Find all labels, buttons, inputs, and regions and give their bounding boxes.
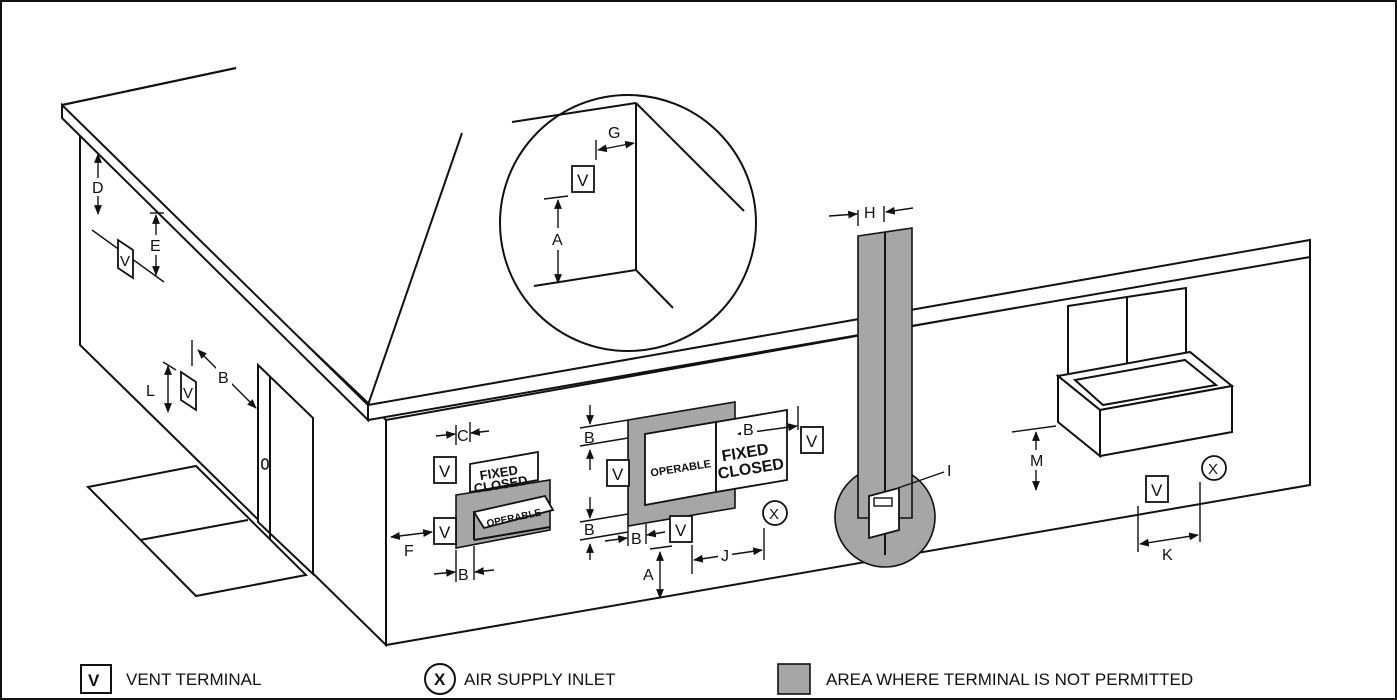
label-m: M [1030, 453, 1043, 470]
svg-text:FIXED: FIXED [479, 462, 519, 483]
vent-terminal-side-upper: V [117, 238, 134, 280]
roof-eave [367, 238, 1311, 422]
label-i: I [947, 463, 951, 480]
vent-terminal-icon [800, 426, 824, 454]
door-knob [261, 458, 269, 470]
legend-vent-icon [80, 664, 112, 694]
vent-terminal-icon [433, 517, 457, 545]
label-b-center-bottom: B [584, 522, 595, 539]
vent-terminal-icon [606, 459, 630, 487]
svg-text:V: V [439, 462, 451, 481]
svg-text:V: V [183, 385, 193, 402]
label-k: K [1162, 547, 1173, 564]
dimension-e: E [149, 212, 164, 276]
vent-terminal-icon [433, 456, 457, 484]
label-b-center-horizontal: B [631, 531, 642, 548]
svg-text:B: B [218, 370, 229, 387]
legend-not-permitted: AREA WHERE TERMINAL IS NOT PERMITTED [826, 670, 1193, 689]
dimension-b-side: B [191, 340, 257, 409]
svg-text:V: V [675, 521, 687, 540]
label-b-left-bottom: B [458, 567, 469, 584]
label-c: C [457, 428, 469, 445]
svg-text:V: V [806, 432, 818, 451]
label-b-center-top: B [584, 430, 595, 447]
svg-text:X: X [434, 670, 446, 689]
svg-text:X: X [769, 506, 779, 523]
svg-text:V: V [1151, 481, 1163, 500]
side-door [257, 362, 314, 577]
label-b-center-right: B [743, 422, 754, 439]
meter-group: I H [828, 205, 951, 568]
vent-terminal-icon [571, 165, 595, 193]
dimension-l: L [143, 361, 177, 413]
svg-text:V: V [612, 465, 624, 484]
roof-hip-line [367, 132, 463, 406]
svg-text:X: X [1208, 461, 1218, 478]
window-left-group: FIXED CLOSED OPERABLE V V C F B [390, 422, 555, 584]
inside-corner-detail: G V A [499, 94, 757, 352]
air-supply-inlet-icon [1201, 455, 1227, 481]
window-center-group: OPERABLE FIXED CLOSED V V V X B B B [579, 401, 824, 599]
walkway [85, 464, 309, 598]
vent-terminal-symbol: V [577, 171, 589, 190]
label-j: J [721, 548, 729, 565]
label-a-detail: A [552, 232, 563, 249]
svg-text:D: D [92, 180, 104, 197]
svg-text:L: L [146, 383, 155, 400]
legend-air-supply-inlet: AIR SUPPLY INLET [464, 670, 615, 689]
planter-box: M V X K [1011, 286, 1235, 564]
label-f: F [404, 543, 414, 560]
vent-terminal-icon [669, 515, 693, 543]
legend-shade-swatch [777, 663, 811, 695]
svg-text:V: V [120, 253, 130, 270]
svg-text:V: V [439, 523, 451, 542]
legend: V VENT TERMINAL X AIR SUPPLY INLET AREA … [80, 663, 1193, 695]
label-h: H [864, 205, 876, 222]
legend-vent-terminal: VENT TERMINAL [126, 670, 261, 689]
air-supply-inlet-icon [762, 500, 788, 526]
svg-text:V: V [88, 671, 100, 690]
label-g: G [608, 125, 620, 142]
label-a-grade: A [643, 567, 654, 584]
vent-terminal-side-door: V [180, 370, 197, 412]
legend-inlet-icon [424, 663, 456, 695]
svg-text:E: E [150, 238, 161, 255]
vent-terminal-icon [1145, 475, 1169, 503]
